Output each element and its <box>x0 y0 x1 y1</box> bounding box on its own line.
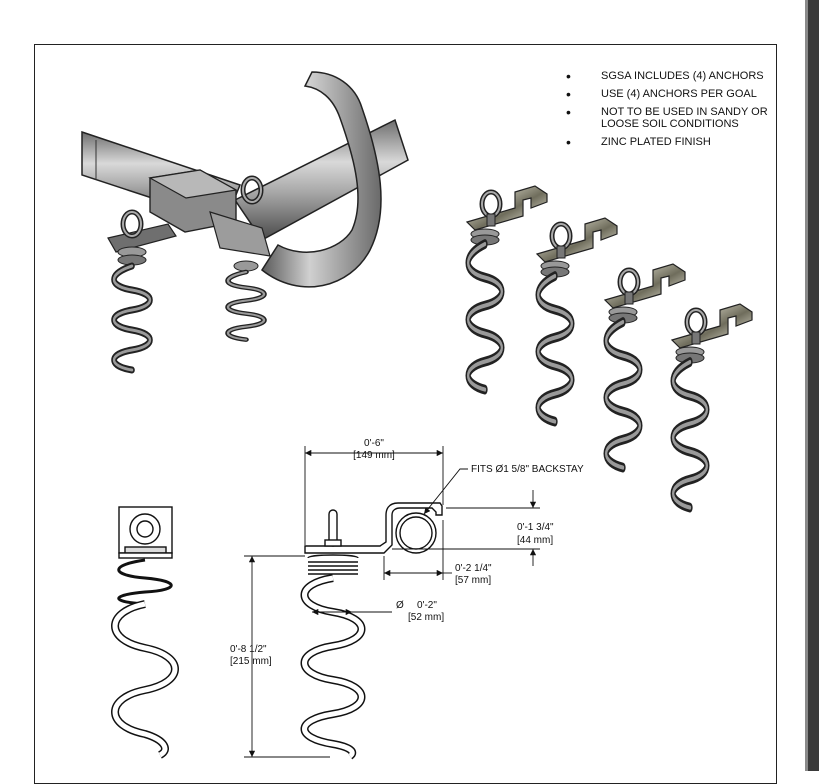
dim-clip-width-imperial: 0'-2 1/4" <box>455 563 492 574</box>
window-edge <box>805 0 819 771</box>
anchor-front-elevation <box>300 502 443 760</box>
dim-coil-diameter-symbol: Ø <box>396 600 404 611</box>
dim-clip-height-metric: [44 mm] <box>517 535 553 546</box>
dim-coil-diameter-metric: [52 mm] <box>408 612 444 623</box>
window-edge-highlight <box>805 0 808 771</box>
note-text: SGSA INCLUDES (4) ANCHORS <box>601 70 764 82</box>
note-text: ZINC PLATED FINISH <box>601 136 711 148</box>
dimension-lines <box>244 446 540 758</box>
dim-clip-width-metric: [57 mm] <box>455 575 491 586</box>
anchor-set-iso <box>467 186 752 508</box>
note-item: • ZINC PLATED FINISH <box>566 134 786 150</box>
dim-width-imperial: 0'-6" <box>364 438 384 449</box>
dim-overall-height-metric: [215 mm] <box>230 656 272 667</box>
anchor-1 <box>467 186 547 390</box>
anchor-4 <box>672 304 752 508</box>
notes-list: • SGSA INCLUDES (4) ANCHORS • USE (4) AN… <box>566 68 786 154</box>
bullet-icon: • <box>566 86 571 102</box>
dimension-labels: 0'-6" [149 mm] FITS Ø1 5/8" BACKSTAY 0'-… <box>230 438 584 667</box>
note-item: • NOT TO BE USED IN SANDY OR LOOSE SOIL … <box>566 104 786 130</box>
bullet-icon: • <box>566 104 571 120</box>
bullet-icon: • <box>566 134 571 150</box>
note-item: • USE (4) ANCHORS PER GOAL <box>566 86 786 102</box>
dim-overall-height-imperial: 0'-8 1/2" <box>230 644 267 655</box>
bullet-icon: • <box>566 68 571 84</box>
anchor-side-view <box>111 506 179 759</box>
dim-width-metric: [149 mm] <box>353 450 395 461</box>
note-text: USE (4) ANCHORS PER GOAL <box>601 88 757 100</box>
dim-clip-height-imperial: 0'-1 3/4" <box>517 522 554 533</box>
note-text: NOT TO BE USED IN SANDY OR LOOSE SOIL CO… <box>601 106 768 130</box>
backstay-callout: FITS Ø1 5/8" BACKSTAY <box>471 464 584 475</box>
dim-coil-diameter-imperial: 0'-2" <box>417 600 437 611</box>
assembly-iso-view <box>81 71 409 370</box>
note-item: • SGSA INCLUDES (4) ANCHORS <box>566 68 786 84</box>
